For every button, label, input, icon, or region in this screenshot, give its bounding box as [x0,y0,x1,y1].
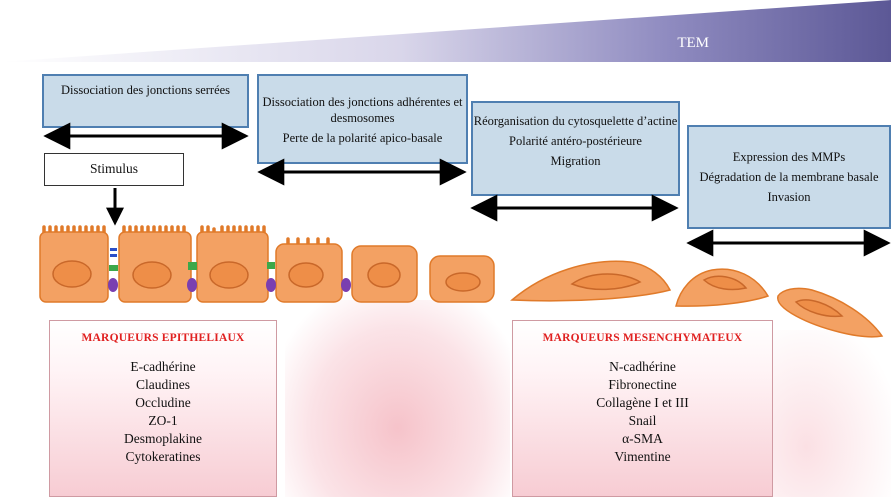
mesenchymal-cell [675,268,770,307]
epithelial-cell [275,237,343,303]
tem-label: TEM [677,35,709,51]
epithelial-cell [351,245,418,303]
cell-junctions [108,248,351,292]
epithelial-cell [196,225,269,303]
epithelial-markers-panel: MARQUEURS EPITHELIAUX E-cadhérine Claudi… [49,320,277,497]
epithelial-markers-list: E-cadhérine Claudines Occludine ZO-1 Des… [50,358,276,466]
marker-item: α-SMA [622,431,663,446]
mesenchymal-markers-title: MARQUEURS MESENCHYMATEUX [542,332,743,344]
stimulus-box: Stimulus [44,153,184,186]
epithelial-markers-title: MARQUEURS EPITHELIAUX [81,332,245,344]
tem-gradient-wedge [0,0,891,62]
background-glow-right [770,330,891,497]
stage-text: Dissociation des jonctions serrées [60,83,231,97]
stage-box-adherens-junctions: Dissociation des jonctions adhérentes et… [257,74,468,164]
mesenchymal-cell [777,287,884,338]
stage-text: Réorganisation du cytosquelette d’actine [473,114,678,128]
stage-text: Expression des MMPs [732,150,846,164]
background-glow [285,300,510,497]
marker-item: N-cadhérine [609,359,676,374]
marker-item: ZO-1 [148,413,178,428]
epithelial-cell [118,225,192,303]
stage-text: Dégradation de la membrane basale [699,170,879,184]
stage-text: Perte de la polarité apico-basale [282,131,443,145]
stage-text: Migration [550,154,601,168]
mesenchymal-markers-list: N-cadhérine Fibronectine Collagène I et … [513,358,772,466]
marker-item: Occludine [135,395,191,410]
marker-item: Collagène I et III [596,395,689,410]
marker-item: Vimentine [614,449,671,464]
marker-item: Snail [628,413,657,428]
stage-box-invasion: Expression des MMPs Dégradation de la me… [687,125,891,229]
marker-item: E-cadhérine [130,359,196,374]
stage-box-cytoskeleton: Réorganisation du cytosquelette d’actine… [471,101,680,196]
marker-item: Claudines [136,377,190,392]
stage-text: Dissociation des jonctions adhérentes et… [262,95,463,125]
stage-text: Polarité antéro-postérieure [509,134,642,148]
mesenchymal-cell [510,260,672,302]
marker-item: Cytokeratines [125,449,201,464]
marker-item: Desmoplakine [124,431,202,446]
epithelial-cell [39,225,109,303]
epithelial-cell [429,255,495,303]
marker-item: Fibronectine [608,377,677,392]
stage-text: Invasion [767,190,811,204]
mesenchymal-markers-panel: MARQUEURS MESENCHYMATEUX N-cadhérine Fib… [512,320,773,497]
